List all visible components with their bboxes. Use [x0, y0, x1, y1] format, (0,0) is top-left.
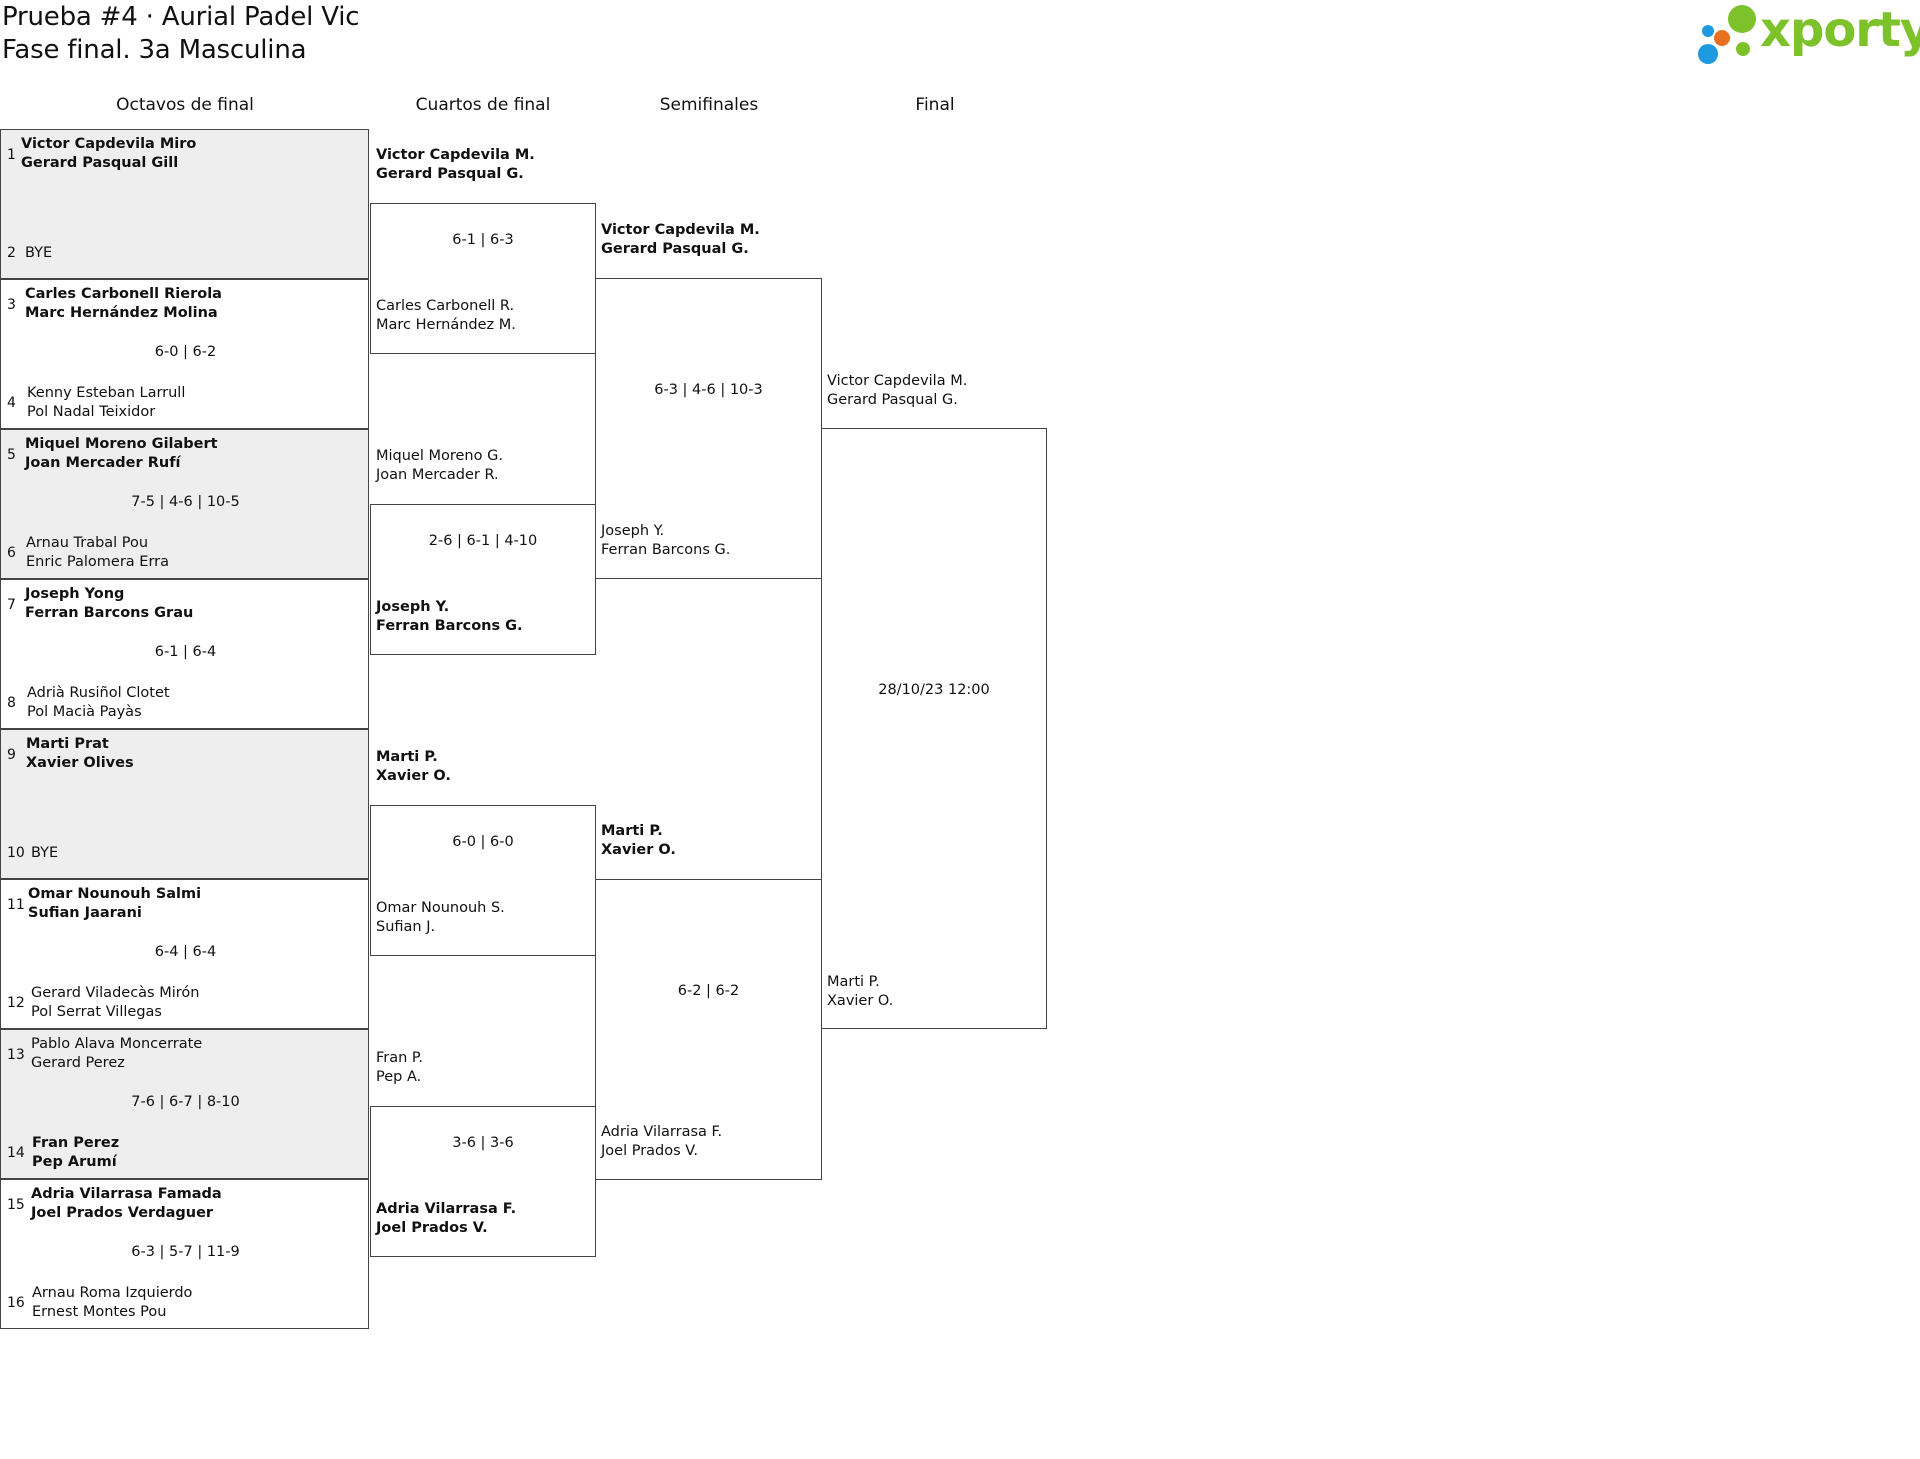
match-score: 6-3 | 4-6 | 10-3 — [654, 382, 763, 398]
cuartos-3-team-a: Marti P.Xavier O. — [376, 749, 451, 784]
match-score: 6-4 | 6-4 — [154, 944, 217, 960]
match-score: 6-1 | 6-3 — [452, 232, 514, 248]
match-score: 7-5 | 4-6 | 10-5 — [131, 494, 240, 510]
seed-number: 9 — [7, 747, 16, 763]
team-b: BYE — [31, 845, 59, 861]
team-b: BYE — [25, 245, 53, 261]
match-semis-2[interactable]: 6-2 | 6-2 Adria Vilarrasa F.Joel Prados … — [595, 879, 822, 1180]
seed-number: 13 — [7, 1047, 25, 1063]
seed-number: 14 — [7, 1145, 25, 1161]
match-score: 6-1 | 6-4 — [154, 644, 217, 660]
cuartos-3-team-b: Omar Nounouh S.Sufian J. — [376, 900, 505, 935]
seed-number: 12 — [7, 995, 25, 1011]
semis-2-team-b: Adria Vilarrasa F.Joel Prados V. — [601, 1124, 723, 1159]
cuartos-4-team-a: Fran P.Pep A. — [376, 1050, 424, 1085]
cuartos-1-team-b: Carles Carbonell R.Marc Hernández M. — [376, 298, 516, 333]
semis-2-team-a: Marti P.Xavier O. — [601, 823, 676, 858]
logo-dot-green-icon — [1728, 5, 1756, 33]
page-title: Prueba #4 · Aurial Padel Vic — [2, 2, 360, 32]
cuartos-1-team-a: Victor Capdevila M.Gerard Pasqual G. — [376, 147, 535, 182]
match-score: 2-6 | 6-1 | 4-10 — [428, 533, 538, 549]
seed-number: 2 — [7, 245, 16, 261]
match-score: 3-6 | 3-6 — [452, 1135, 514, 1151]
match-score: 6-2 | 6-2 — [677, 983, 740, 999]
logo-dot-orange-icon — [1714, 30, 1730, 46]
seed-number: 1 — [7, 147, 16, 163]
seed-number: 11 — [7, 897, 25, 913]
seed-number: 6 — [7, 545, 16, 561]
logo-dot-green-small-icon — [1736, 42, 1750, 56]
match-score: 6-0 | 6-0 — [452, 834, 514, 850]
semis-1-team-b: Joseph Y.Ferran Barcons G. — [601, 523, 731, 558]
round-header-octavos: Octavos de final — [116, 95, 254, 115]
cuartos-2-team-a: Miquel Moreno G.Joan Mercader R. — [376, 448, 503, 483]
final-team-a: Victor Capdevila M.Gerard Pasqual G. — [827, 373, 968, 408]
seed-number: 7 — [7, 597, 16, 613]
cuartos-4-team-b: Adria Vilarrasa F.Joel Prados V. — [376, 1201, 517, 1236]
match-final[interactable]: 28/10/23 12:00 Marti P.Xavier O. — [821, 428, 1047, 1029]
semis-1-team-a: Victor Capdevila M.Gerard Pasqual G. — [601, 222, 760, 257]
seed-number: 3 — [7, 297, 16, 313]
logo-dot-blue-small-icon — [1702, 25, 1714, 37]
cuartos-2-team-b: Joseph Y.Ferran Barcons G. — [376, 599, 523, 634]
page-subtitle: Fase final. 3a Masculina — [2, 35, 307, 65]
final-team-b: Marti P.Xavier O. — [827, 974, 894, 1009]
xporty-logo[interactable]: xporty — [1690, 0, 1920, 75]
seed-number: 5 — [7, 447, 16, 463]
match-cuartos-3[interactable]: 6-0 | 6-0 Omar Nounouh S.Sufian J. — [370, 805, 596, 956]
match-score: 6-0 | 6-2 — [154, 344, 217, 360]
seed-number: 4 — [7, 395, 16, 411]
logo-dot-blue-icon — [1698, 44, 1718, 64]
logo-text: xporty — [1760, 2, 1920, 58]
seed-number: 16 — [7, 1295, 25, 1311]
match-semis-1[interactable]: 6-3 | 4-6 | 10-3 Joseph Y.Ferran Barcons… — [595, 278, 822, 579]
match-cuartos-2[interactable]: 2-6 | 6-1 | 4-10 Joseph Y.Ferran Barcons… — [370, 504, 596, 655]
seed-number: 10 — [7, 845, 25, 861]
match-cuartos-4[interactable]: 3-6 | 3-6 Adria Vilarrasa F.Joel Prados … — [370, 1106, 596, 1257]
round-header-semis: Semifinales — [659, 95, 759, 115]
seed-number: 8 — [7, 695, 16, 711]
match-score: 6-3 | 5-7 | 11-9 — [131, 1244, 240, 1260]
match-cuartos-1[interactable]: 6-1 | 6-3 Carles Carbonell R.Marc Hernán… — [370, 203, 596, 354]
match-score: 7-6 | 6-7 | 8-10 — [131, 1094, 240, 1110]
round-header-final: Final — [915, 95, 955, 115]
round-header-cuartos: Cuartos de final — [415, 95, 551, 115]
seed-number: 15 — [7, 1197, 25, 1213]
final-date-time: 28/10/23 12:00 — [878, 682, 990, 698]
